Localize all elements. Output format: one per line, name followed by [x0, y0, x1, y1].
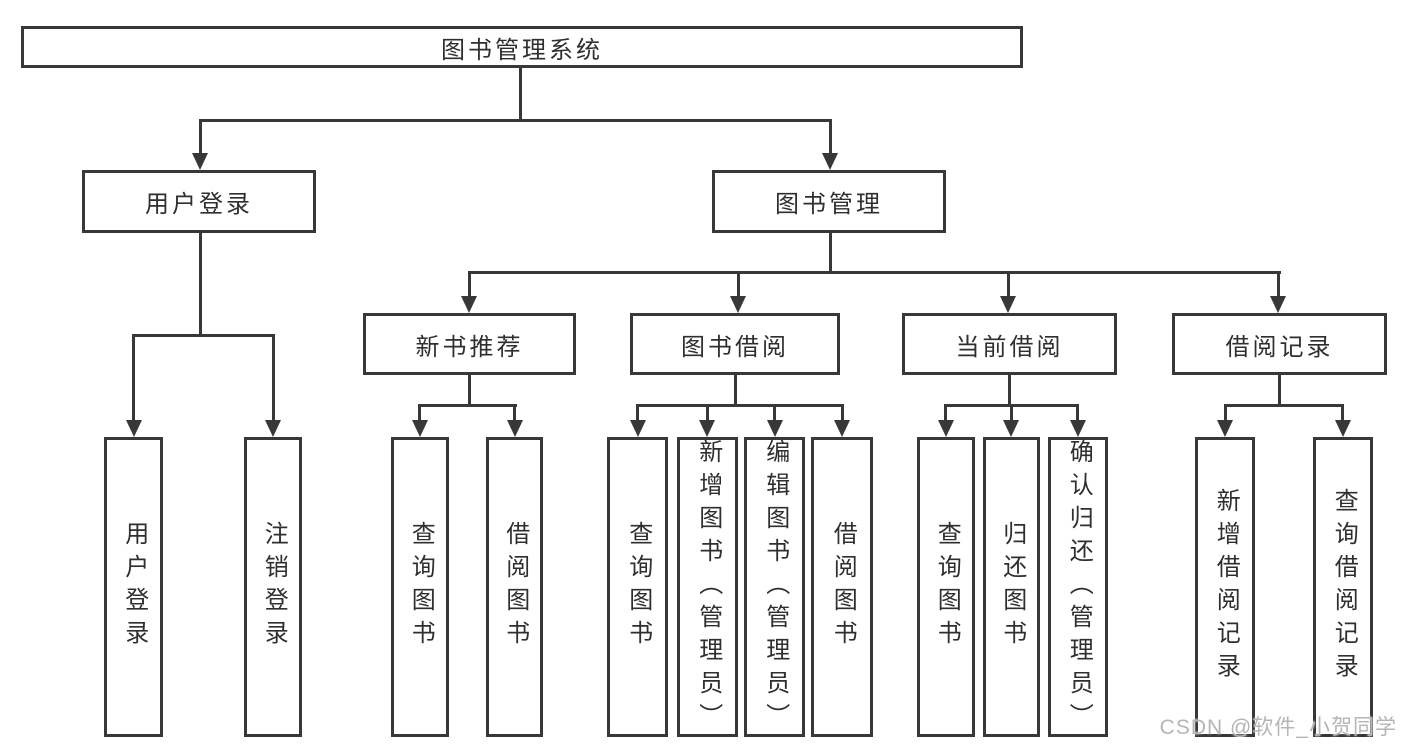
connector-bookborrow-stem: [734, 375, 737, 407]
leaf-query-books: 查询图书: [391, 437, 449, 737]
leaf-edit-books-admin-label: 编辑图书（管理员）: [761, 438, 789, 736]
arrow-down-icon: [699, 420, 715, 437]
connector-root-stem: [519, 68, 522, 121]
node-user-login-label: 用户登录: [145, 191, 253, 218]
arrow-down-icon: [461, 296, 477, 313]
node-book-borrow-label: 图书借阅: [681, 333, 789, 361]
node-current-borrow: 当前借阅: [902, 313, 1117, 375]
leaf-query-books-label: 查询图书: [407, 521, 435, 653]
arrow-down-icon: [192, 153, 208, 170]
node-current-borrow-label: 当前借阅: [955, 333, 1064, 361]
leaf-query-books: 查询图书: [607, 437, 668, 737]
connector-drop-logout-leaf: [272, 334, 275, 422]
arrow-down-icon: [412, 420, 428, 437]
connector-drop-leaf: [706, 404, 709, 422]
leaf-add-books-admin-label: 新增图书（管理员）: [694, 438, 722, 736]
arrow-down-icon: [822, 153, 838, 170]
leaf-add-borrow-record: 新增借阅记录: [1195, 437, 1255, 737]
node-new-book-recommend-label: 新书推荐: [415, 333, 524, 361]
connector-drop-leaf: [944, 404, 947, 422]
leaf-query-books: 查询图书: [917, 437, 975, 737]
connector-drop-borrowrecords: [1277, 271, 1280, 299]
arrow-down-icon: [938, 420, 954, 437]
leaf-logout-label: 注销登录: [260, 521, 288, 653]
connector-drop-leaf: [513, 404, 516, 422]
connector-newbooks-hbar: [418, 404, 517, 407]
node-book-management-label: 图书管理: [775, 191, 883, 218]
connector-drop-leaf: [418, 404, 421, 422]
connector-bookmgmt-hbar: [468, 271, 1281, 274]
connector-newbooks-stem: [468, 375, 471, 407]
leaf-return-books: 归还图书: [983, 437, 1040, 737]
arrow-down-icon: [730, 296, 746, 313]
connector-bookmgmt-stem: [829, 233, 832, 274]
node-book-management: 图书管理: [712, 170, 946, 233]
connector-drop-leaf: [841, 404, 844, 422]
arrow-down-icon: [1270, 296, 1286, 313]
arrow-down-icon: [767, 420, 783, 437]
arrow-down-icon: [126, 420, 142, 437]
leaf-query-books-label: 查询图书: [624, 521, 652, 653]
connector-drop-currentborrow: [1007, 271, 1010, 299]
connector-userlogin-hbar: [132, 334, 274, 337]
connector-drop-userlogin: [199, 119, 202, 155]
leaf-edit-books-admin: 编辑图书（管理员）: [744, 437, 805, 737]
leaf-query-borrow-record-label: 查询借阅记录: [1330, 488, 1358, 686]
arrow-down-icon: [265, 420, 281, 437]
connector-root-hbar: [199, 119, 831, 122]
connector-drop-login-leaf: [132, 334, 135, 422]
node-book-borrow: 图书借阅: [630, 313, 840, 375]
node-borrow-records: 借阅记录: [1172, 313, 1387, 375]
arrow-down-icon: [630, 420, 646, 437]
connector-drop-leaf: [1010, 404, 1013, 422]
connector-drop-leaf: [1341, 404, 1344, 422]
watermark: CSDN @软件_小贺同学: [1159, 716, 1397, 739]
connector-bookborrow-hbar: [636, 404, 844, 407]
leaf-borrow-books: 借阅图书: [811, 437, 873, 737]
arrow-down-icon: [1335, 420, 1351, 437]
arrow-down-icon: [1070, 420, 1086, 437]
node-new-book-recommend: 新书推荐: [363, 313, 576, 375]
leaf-return-books-label: 归还图书: [998, 521, 1026, 653]
arrow-down-icon: [507, 420, 523, 437]
connector-borrowrecords-hbar: [1224, 404, 1344, 407]
leaf-user-login: 用户登录: [104, 437, 163, 737]
connector-drop-newbooks: [468, 271, 471, 299]
leaf-confirm-return-admin-label: 确认归还（管理员）: [1065, 438, 1093, 736]
node-borrow-records-label: 借阅记录: [1225, 333, 1334, 361]
connector-drop-leaf: [1224, 404, 1227, 422]
connector-drop-leaf: [1076, 404, 1079, 422]
connector-userlogin-stem: [199, 233, 202, 337]
node-user-login: 用户登录: [82, 170, 316, 233]
connector-drop-leaf: [636, 404, 639, 422]
arrow-down-icon: [1217, 420, 1233, 437]
connector-borrowrecords-stem: [1278, 375, 1281, 407]
leaf-borrow-books-label: 借阅图书: [501, 521, 529, 653]
connector-currentborrow-stem: [1008, 375, 1011, 407]
leaf-borrow-books: 借阅图书: [486, 437, 543, 737]
node-root-system: 图书管理系统: [21, 26, 1023, 68]
connector-drop-leaf: [773, 404, 776, 422]
connector-drop-bookborrow: [737, 271, 740, 299]
leaf-borrow-books-label: 借阅图书: [829, 521, 857, 653]
leaf-add-books-admin: 新增图书（管理员）: [677, 437, 738, 737]
arrow-down-icon: [1000, 296, 1016, 313]
arrow-down-icon: [1003, 420, 1019, 437]
leaf-confirm-return-admin: 确认归还（管理员）: [1048, 437, 1108, 737]
connector-drop-bookmgmt: [829, 119, 832, 155]
leaf-add-borrow-record-label: 新增借阅记录: [1212, 488, 1240, 686]
node-root-label: 图书管理系统: [441, 36, 603, 64]
leaf-query-books-label: 查询图书: [933, 521, 961, 653]
arrow-down-icon: [834, 420, 850, 437]
leaf-logout: 注销登录: [244, 437, 302, 737]
leaf-user-login-label: 用户登录: [120, 521, 148, 653]
leaf-query-borrow-record: 查询借阅记录: [1313, 437, 1373, 737]
